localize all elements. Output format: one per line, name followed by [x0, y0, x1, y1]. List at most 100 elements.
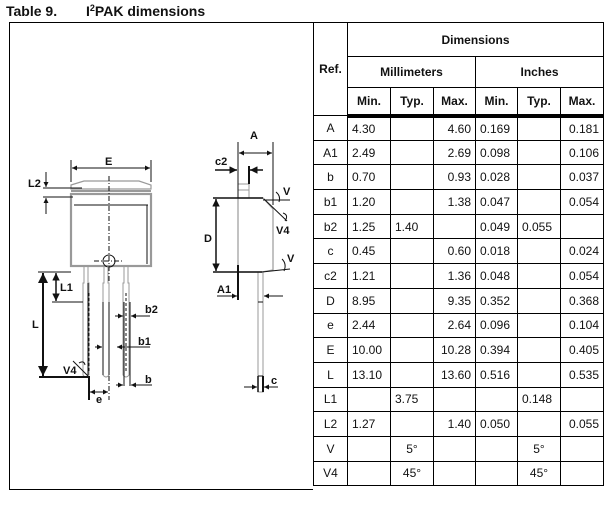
cell-mm-min: 0.70: [347, 164, 391, 191]
dim-label-V4-side: V4: [276, 225, 290, 237]
package-body: [69, 192, 153, 268]
cell-mm-min: [347, 460, 391, 487]
dim-label-V4: V4: [63, 365, 77, 377]
cell-in-max: 0.104: [560, 312, 604, 339]
dimensions-table: Ref. Dimensions Millimeters Inches Min. …: [313, 22, 604, 487]
cell-mm-max: 1.38: [433, 189, 476, 215]
cell-mm-typ: [390, 411, 434, 437]
cell-in-min: 0.018: [475, 238, 518, 265]
cell-mm-typ: 3.75: [390, 386, 434, 413]
cell-in-typ: [517, 312, 561, 339]
cell-mm-min: [347, 435, 391, 462]
caption-title: I2PAK dimensions: [86, 3, 206, 19]
cell-ref: L: [313, 361, 348, 388]
cell-mm-max: 2.69: [433, 139, 476, 166]
caption-number: Table 9.: [6, 3, 58, 19]
cell-mm-typ: [390, 115, 434, 141]
dim-label-L: L: [32, 319, 39, 331]
dim-label-A: A: [250, 130, 258, 142]
cell-in-max: 0.054: [560, 263, 604, 289]
cell-ref: L1: [313, 386, 348, 413]
cell-mm-min: 1.20: [347, 189, 391, 215]
header-millimeters: Millimeters: [347, 56, 476, 88]
cell-ref: A: [313, 115, 348, 141]
cell-mm-max: 1.40: [433, 411, 476, 437]
cell-in-min: [475, 435, 518, 462]
cell-mm-typ: [390, 164, 434, 191]
cell-in-typ: [517, 361, 561, 388]
cell-ref: V4: [313, 460, 348, 487]
cell-mm-max: 9.35: [433, 287, 476, 314]
cell-ref: D: [313, 287, 348, 314]
cell-in-typ: [517, 139, 561, 166]
cell-in-min: 0.096: [475, 312, 518, 339]
cell-in-typ: 0.148: [517, 386, 561, 413]
cell-mm-typ: 45°: [390, 460, 434, 487]
cell-mm-min: 10.00: [347, 337, 391, 363]
side-lead: [257, 271, 264, 393]
cell-in-max: [560, 386, 604, 413]
cell-mm-min: 1.21: [347, 263, 391, 289]
cell-in-max: 0.024: [560, 238, 604, 265]
cell-mm-max: 10.28: [433, 337, 476, 363]
cell-mm-typ: [390, 189, 434, 215]
cell-in-max: 0.106: [560, 139, 604, 166]
cell-mm-max: 0.93: [433, 164, 476, 191]
cell-ref: b: [313, 164, 348, 191]
cell-mm-typ: [390, 361, 434, 388]
dim-label-D: D: [204, 233, 212, 245]
header-ref: Ref.: [313, 22, 348, 116]
cell-in-typ: [517, 287, 561, 314]
cell-in-max: [560, 213, 604, 240]
cell-mm-typ: 1.40: [390, 213, 434, 240]
header-mm-max: Max.: [433, 87, 476, 118]
cell-mm-max: 1.36: [433, 263, 476, 289]
cell-mm-min: 2.49: [347, 139, 391, 166]
cell-in-typ: 5°: [517, 435, 561, 462]
cell-in-min: 0.049: [475, 213, 518, 240]
cell-in-min: 0.028: [475, 164, 518, 191]
pins: [82, 266, 130, 378]
cell-in-typ: [517, 164, 561, 191]
cell-in-min: [475, 460, 518, 487]
cell-mm-min: 2.44: [347, 312, 391, 339]
cell-in-min: 0.169: [475, 115, 518, 141]
cell-in-max: [560, 460, 604, 487]
cell-in-max: 0.055: [560, 411, 604, 437]
header-inches: Inches: [475, 56, 604, 88]
cell-in-max: 0.535: [560, 361, 604, 388]
cell-in-typ: [517, 238, 561, 265]
dim-label-c: c: [271, 375, 277, 387]
cell-in-max: 0.405: [560, 337, 604, 363]
cell-mm-typ: [390, 287, 434, 314]
header-in-min: Min.: [475, 87, 518, 118]
cell-mm-min: 1.27: [347, 411, 391, 437]
cell-in-min: 0.050: [475, 411, 518, 437]
dim-label-L2: L2: [28, 178, 41, 190]
cell-in-min: 0.047: [475, 189, 518, 215]
cell-in-min: 0.394: [475, 337, 518, 363]
cell-in-min: 0.516: [475, 361, 518, 388]
header-in-typ: Typ.: [517, 87, 561, 118]
cell-mm-typ: [390, 238, 434, 265]
cell-mm-typ: [390, 312, 434, 339]
header-mm-typ: Typ.: [390, 87, 434, 118]
table-row: L1 3.75 0.148: [313, 386, 604, 413]
cell-mm-max: [433, 386, 476, 413]
cell-in-min: 0.098: [475, 139, 518, 166]
cell-mm-min: 13.10: [347, 361, 391, 388]
cell-mm-max: 4.60: [433, 115, 476, 141]
cell-in-max: 0.368: [560, 287, 604, 314]
cell-mm-max: [433, 460, 476, 487]
dim-label-b: b: [145, 374, 152, 386]
cell-in-max: 0.037: [560, 164, 604, 191]
cell-ref: c2: [313, 263, 348, 289]
